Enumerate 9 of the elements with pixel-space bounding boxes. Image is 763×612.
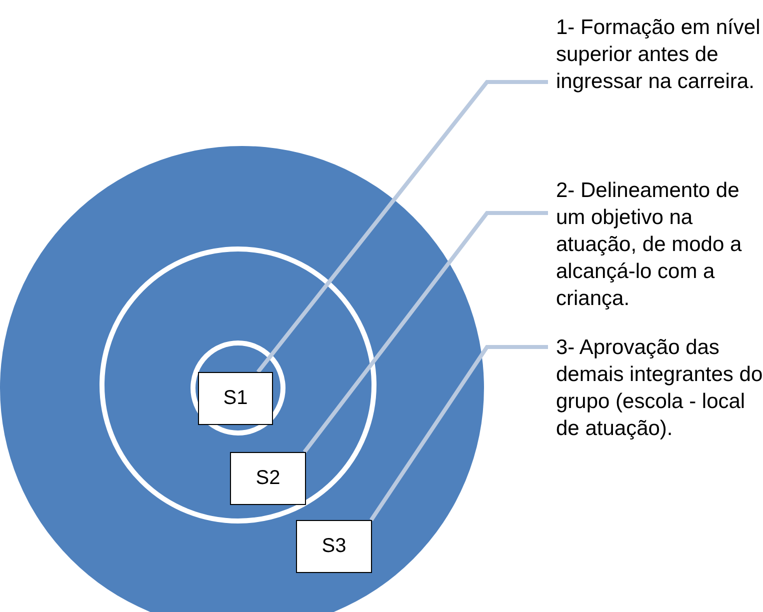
label-box: S1 (198, 372, 273, 425)
label-box: S3 (296, 520, 372, 573)
description-text: 2- Delineamento de um objetivo na atuação, de modo a alcançá-lo com a criança. (556, 177, 763, 312)
leader-line (370, 345, 548, 522)
leader-line (256, 80, 548, 374)
description-text: 1- Formação em nível superior antes de ingressar na carreira. (556, 14, 761, 95)
description-text: 3- Aprovação das demais integrantes do grupo (escola - local de atuação). (556, 334, 763, 442)
label-box: S2 (230, 452, 306, 505)
leader-line (302, 211, 548, 454)
